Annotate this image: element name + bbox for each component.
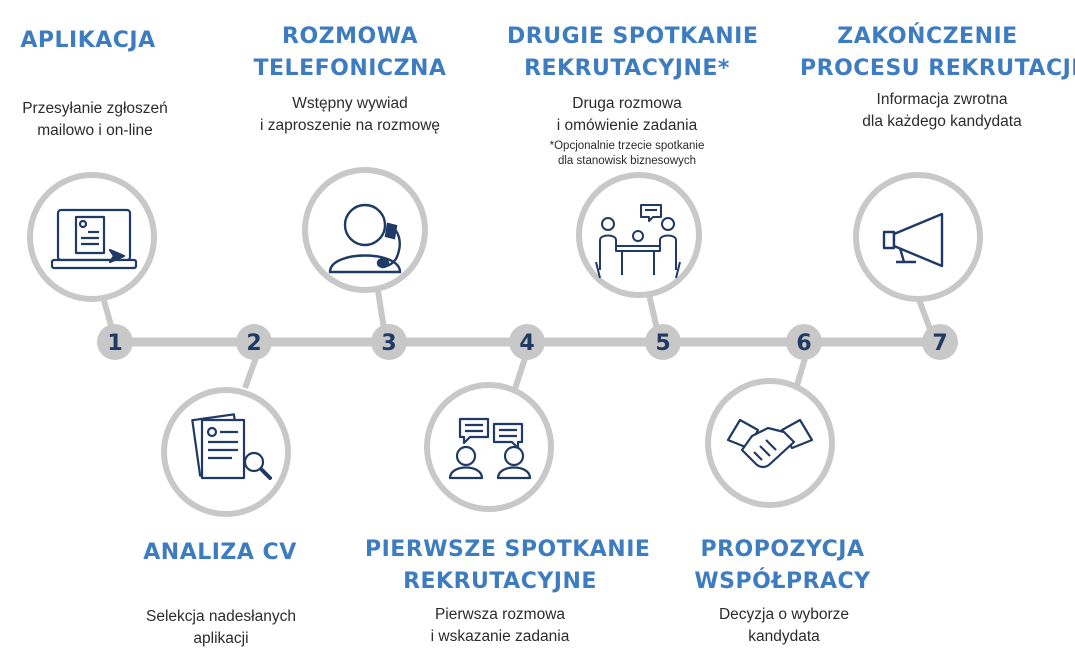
step-note-line: *Opcjonalnie trzecie spotkanie [549,140,705,152]
step-title-line: REKRUTACYJNE* [524,56,730,81]
step-7-title: ZAKOŃCZENIE PROCESU REKRUTACJI [800,21,1075,85]
step-6-title: PROPOZYCJA WSPÓŁPRACY [680,534,885,598]
step-desc-line: aplikacji [193,630,249,647]
megaphone-icon [882,212,944,268]
step-desc-line: Decyzja o wyborze [718,606,850,623]
step-note-line: dla stanowisk biznesowych [557,155,697,167]
step-title-line: TELEFONICZNA [253,56,447,81]
step-desc-line: mailowo i on-line [37,122,153,139]
step-desc-line: kandydata [748,628,820,645]
step-desc-line: dla każdego kandydata [862,113,1022,130]
step-number: 6 [796,331,811,356]
step-desc-line: Pierwsza rozmowa [434,606,566,623]
step-4-description: Pierwsza rozmowa i wskazanie zadania [410,604,590,648]
meeting-table-icon [595,204,681,279]
step-6-description: Decyzja o wyborze kandydata [694,604,874,648]
step-2-description: Selekcja nadesłanych aplikacji [131,606,311,650]
conversation-icon [448,417,532,480]
step-1-description: Przesyłanie zgłoszeń mailowo i on-line [5,98,185,142]
step-title-line: PROCESU REKRUTACJI [800,56,1075,81]
step-3-description: Wstępny wywiad i zaproszenie na rozmowę [255,93,445,137]
step-number: 5 [655,331,670,356]
laptop-icon [50,208,138,270]
headset-person-icon [328,203,402,274]
step-5-description: Druga rozmowa i omówienie zadania [537,93,717,137]
step-7-description: Informacja zwrotna dla każdego kandydata [852,89,1032,133]
step-title-line: ZAKOŃCZENIE [837,24,1018,49]
step-desc-line: i zaproszenie na rozmowę [259,117,441,134]
step-desc-line: Przesyłanie zgłoszeń [22,100,168,117]
number-badges [97,324,958,360]
step-1-title: APLIKACJA [18,25,158,57]
step-title-line: WSPÓŁPRACY [694,569,871,594]
step-title-line: PIERWSZE SPOTKANIE [365,537,651,562]
step-title-line: APLIKACJA [20,28,156,53]
step-desc-line: Selekcja nadesłanych [146,608,296,625]
step-desc-line: i omówienie zadania [556,117,698,134]
step-4-title: PIERWSZE SPOTKANIE REKRUTACYJNE [365,534,651,598]
step-number: 4 [519,331,534,356]
step-number: 7 [932,331,947,356]
step-desc-line: Druga rozmowa [572,95,682,112]
step-title-line: DRUGIE SPOTKANIE [507,24,759,49]
documents-search-icon [191,413,272,480]
step-title-line: REKRUTACYJNE [403,569,597,594]
step-5-note: *Opcjonalnie trzecie spotkanie dla stano… [532,139,722,169]
step-desc-line: Informacja zwrotna [876,91,1008,108]
step-5-title: DRUGIE SPOTKANIE REKRUTACYJNE* [507,21,759,85]
step-title-line: ANALIZA CV [143,540,297,565]
step-number: 3 [381,331,396,356]
step-number: 2 [246,331,261,356]
step-2-title: ANALIZA CV [140,537,300,569]
step-3-title: ROZMOWA TELEFONICZNA [245,21,455,85]
step-desc-line: Wstępny wywiad [292,95,408,112]
step-desc-line: i wskazanie zadania [430,628,570,645]
step-title-line: ROZMOWA [282,24,418,49]
step-number: 1 [107,331,122,356]
step-title-line: PROPOZYCJA [700,537,865,562]
handshake-icon [726,418,814,469]
